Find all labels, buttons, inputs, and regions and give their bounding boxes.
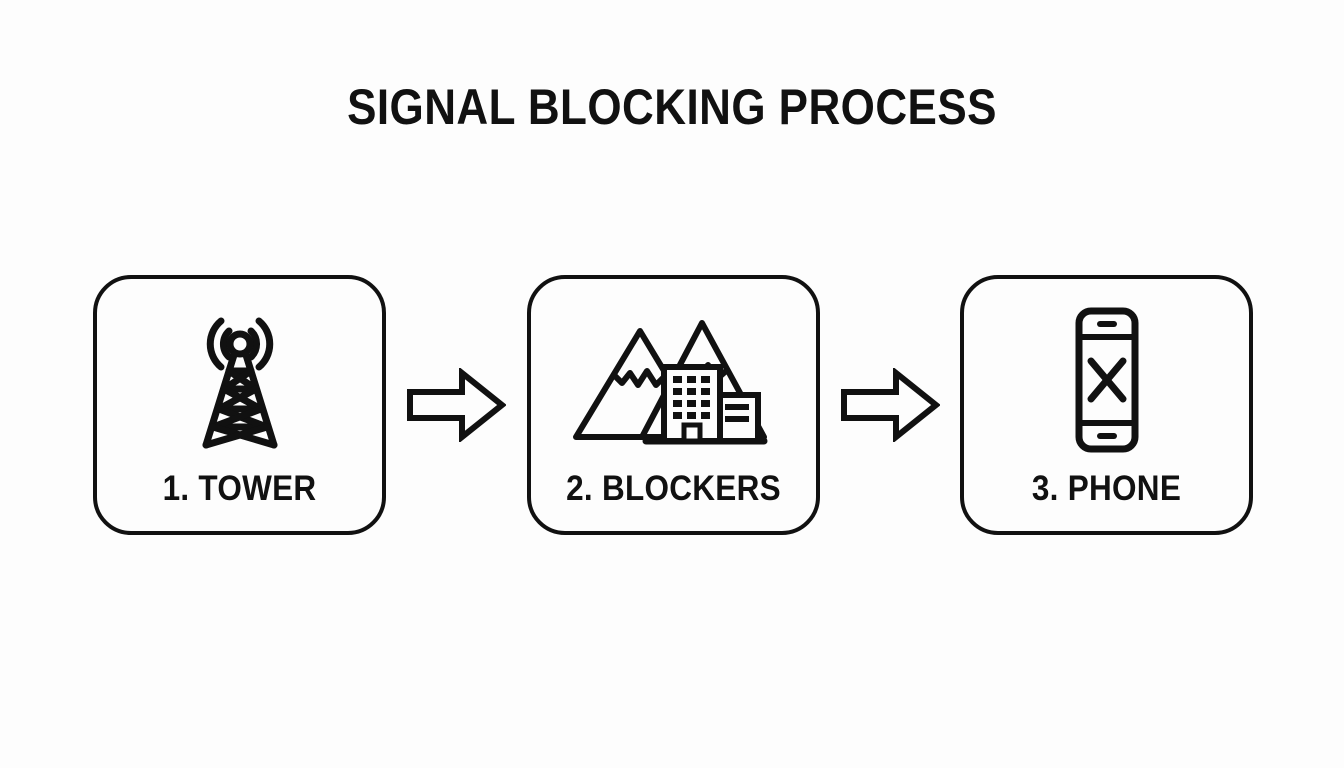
arrow-right-icon-1 (405, 367, 507, 443)
radio-tower-icon (180, 305, 300, 455)
step-card-tower[interactable]: 1. TOWER (93, 275, 386, 535)
mountains-buildings-icon (568, 305, 778, 455)
step-label-tower: 1. TOWER (162, 469, 317, 508)
arrow-right-icon-2 (839, 367, 941, 443)
step-label-blockers: 2. BLOCKERS (565, 469, 781, 508)
page-title: SIGNAL BLOCKING PROCESS (347, 79, 997, 135)
step-label-phone: 3. PHONE (1031, 469, 1182, 508)
phone-blocked-icon (1057, 305, 1157, 455)
step-card-phone[interactable]: 3. PHONE (960, 275, 1253, 535)
process-flow: 1. TOWER (93, 275, 1253, 535)
step-card-blockers[interactable]: 2. BLOCKERS (526, 275, 820, 535)
